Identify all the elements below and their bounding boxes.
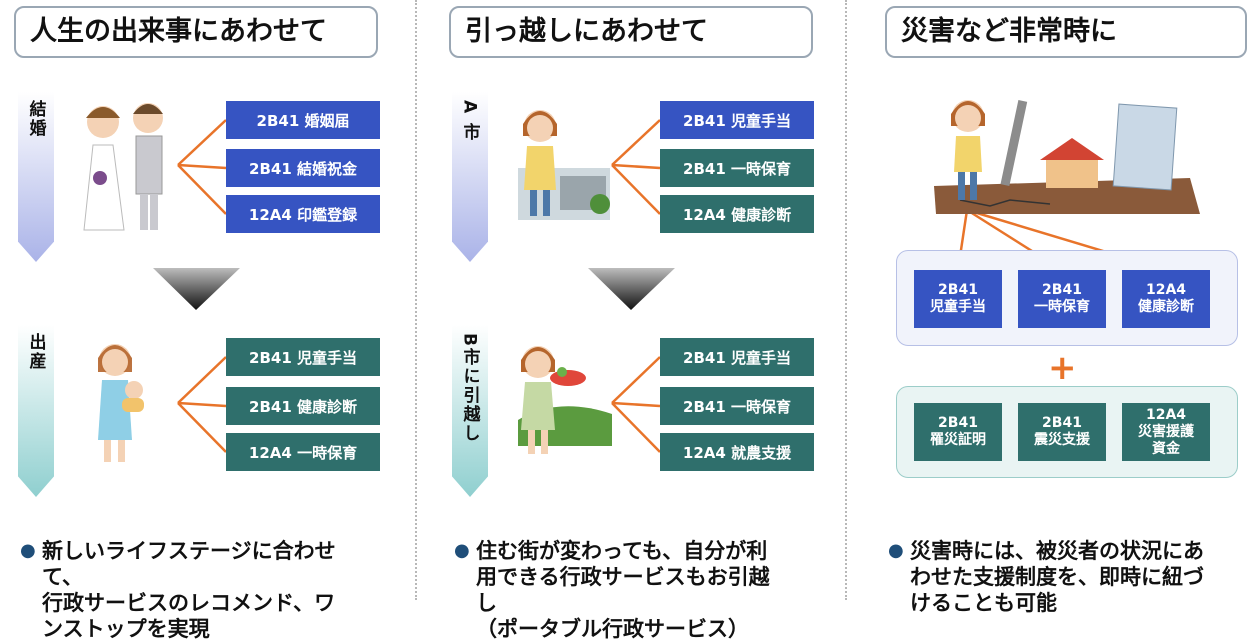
column-divider-1	[415, 0, 417, 600]
service-square: 2B41 震災支援	[1018, 403, 1106, 461]
bullet-line: 用できる行政サービスもお引越	[476, 565, 770, 589]
service-name-line2: 資金	[1152, 440, 1180, 457]
bullet-moving: ● 住む街が変わっても、自分が利 用できる行政サービスもお引越 し （ポータブル…	[454, 538, 836, 642]
stage-tab-marriage: 結婚	[18, 92, 54, 262]
stage-tab-city-a: A 市	[452, 92, 488, 262]
service-name: 災害援護	[1138, 423, 1194, 440]
service-code: 2B41	[1042, 415, 1082, 431]
service-tag: 12A4 就農支援	[660, 433, 814, 471]
service-name: 罹災証明	[930, 432, 986, 448]
service-tag: 2B41 健康診断	[226, 387, 380, 425]
service-tag: 2B41 児童手当	[226, 338, 380, 376]
service-tag: 2B41 一時保育	[660, 387, 814, 425]
column-title-disaster: 災害など非常時に	[885, 6, 1247, 58]
service-code: 2B41	[938, 415, 978, 431]
service-tag: 2B41 婚姻届	[226, 101, 380, 139]
service-code: 2B41	[938, 282, 978, 298]
service-tag: 2B41 結婚祝金	[226, 149, 380, 187]
bullet-line: （ポータブル行政サービス）	[476, 617, 749, 641]
column-title-life-events: 人生の出来事にあわせて	[14, 6, 378, 58]
service-tag: 2B41 児童手当	[660, 101, 814, 139]
service-tag: 12A4 一時保育	[226, 433, 380, 471]
wedding-couple-illustration	[83, 103, 163, 231]
service-square: 2B41 児童手当	[914, 270, 1002, 328]
bullet-line: し	[476, 591, 497, 615]
woman-vegetables-illustration	[518, 346, 612, 454]
bullet-disaster: ● 災害時には、被災者の状況にあ わせた支援制度を、即時に紐づ けることも可能	[888, 538, 1250, 616]
bullet-line: 行政サービスのレコメンド、ワ	[42, 591, 336, 615]
service-tag: 12A4 健康診断	[660, 195, 814, 233]
stage-tab-move-city-b: B市に引越し	[452, 325, 488, 497]
service-code: 12A4	[1145, 406, 1187, 423]
stage-label-birth: 出産	[25, 333, 46, 371]
service-square: 2B41 罹災証明	[914, 403, 1002, 461]
bullet-life-events: ● 新しいライフステージに合わせ て、 行政サービスのレコメンド、ワ ンストップ…	[20, 538, 402, 642]
service-tag: 2B41 児童手当	[660, 338, 814, 376]
bullet-line: けることも可能	[910, 591, 1057, 615]
bullet-line: わせた支援制度を、即時に紐づ	[910, 565, 1204, 589]
service-code: 2B41	[1042, 282, 1082, 298]
disaster-scene-illustration	[934, 100, 1200, 214]
service-code: 12A4	[1145, 282, 1187, 298]
woman-town-illustration	[518, 110, 610, 220]
bullet-line: ンストップを実現	[42, 617, 210, 641]
bullet-line: て、	[42, 565, 83, 589]
mother-baby-illustration	[98, 344, 144, 462]
service-square: 12A4 災害援護 資金	[1122, 403, 1210, 461]
service-tag: 12A4 印鑑登録	[226, 195, 380, 233]
service-name: 健康診断	[1138, 299, 1194, 315]
stage-label-city-a: A 市	[459, 100, 480, 143]
service-name: 一時保育	[1034, 299, 1090, 315]
bullet-dot-icon: ●	[454, 540, 470, 561]
column-title-moving: 引っ越しにあわせて	[449, 6, 813, 58]
column-divider-2	[845, 0, 847, 600]
stage-label-move-city-b: B市に引越し	[459, 333, 480, 443]
service-square: 2B41 一時保育	[1018, 270, 1106, 328]
down-arrow-col2	[588, 268, 675, 310]
bullet-line: 災害時には、被災者の状況にあ	[910, 539, 1204, 563]
service-square: 12A4 健康診断	[1122, 270, 1210, 328]
service-tag: 2B41 一時保育	[660, 149, 814, 187]
plus-sign: +	[1048, 348, 1077, 388]
bullet-line: 住む街が変わっても、自分が利	[476, 539, 768, 563]
bullet-dot-icon: ●	[20, 540, 36, 561]
bullet-line: 新しいライフステージに合わせ	[42, 539, 336, 563]
bullet-dot-icon: ●	[888, 540, 904, 561]
stage-label-marriage: 結婚	[25, 100, 46, 138]
stage-tab-birth: 出産	[18, 325, 54, 497]
service-name: 児童手当	[930, 299, 986, 315]
service-name: 震災支援	[1034, 432, 1090, 448]
down-arrow-col1	[153, 268, 240, 310]
